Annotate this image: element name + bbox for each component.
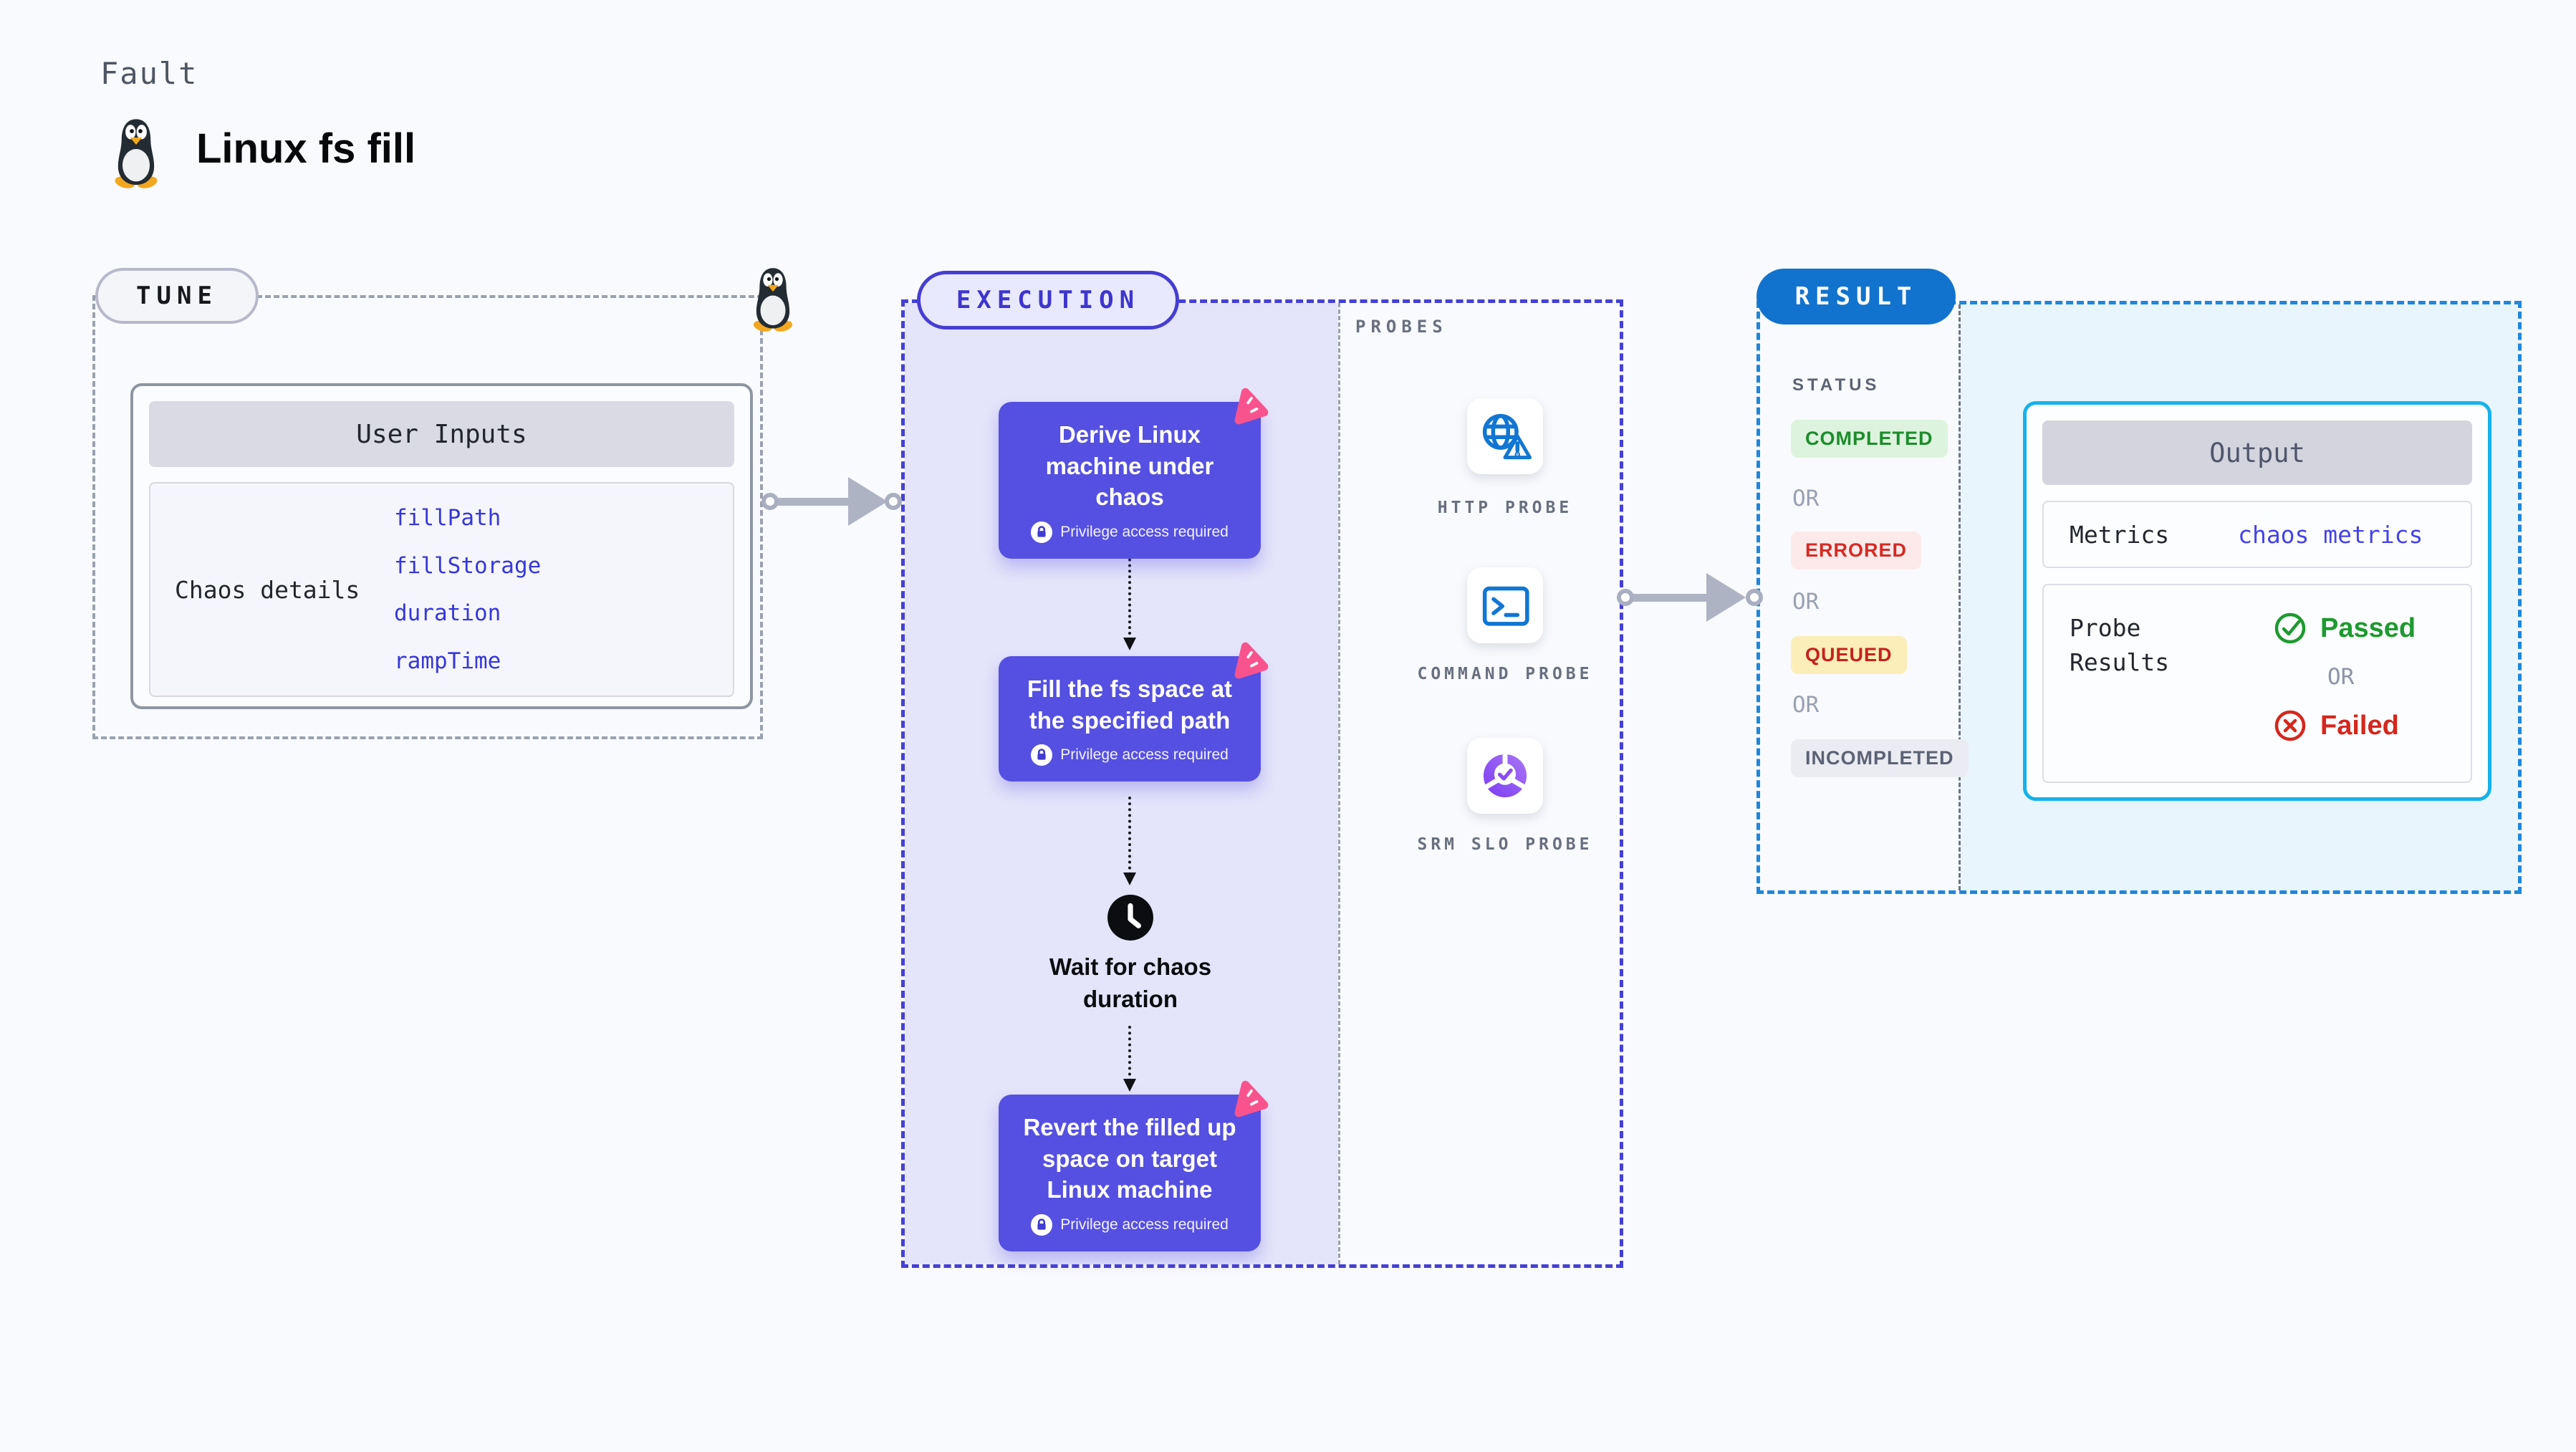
lock-icon	[1031, 744, 1053, 766]
command-probe-label: COMMAND PROBE	[1417, 665, 1593, 683]
connector-end-node	[1746, 589, 1763, 606]
metrics-label: Metrics	[2070, 520, 2170, 549]
tune-section-label: TUNE	[95, 268, 259, 324]
step-title: Fill the fs space at the specified path	[1027, 675, 1233, 734]
output-card: Output Metrics chaos metrics Probe Resul…	[2023, 401, 2491, 801]
chaos-details-row: Chaos details fillPath fillStorage durat…	[149, 482, 734, 697]
http-probe-tile	[1467, 398, 1543, 474]
user-inputs-card: User Inputs Chaos details fillPath fillS…	[130, 383, 753, 709]
connector-start-node	[761, 493, 779, 510]
execution-section-label: EXECUTION	[917, 271, 1179, 330]
status-badge-queued: QUEUED	[1791, 636, 1907, 674]
status-badge-completed: COMPLETED	[1791, 420, 1948, 458]
step-card-derive: Derive Linux machine under chaos Privile…	[999, 402, 1261, 559]
step-card-revert: Revert the filled up space on target Lin…	[999, 1095, 1261, 1251]
chaos-sticker-icon	[1229, 640, 1272, 682]
metrics-row: Metrics chaos metrics	[2042, 501, 2472, 568]
probe-results-row: Probe Results Passed OR Failed	[2042, 584, 2472, 783]
step-title: Derive Linux machine under chaos	[1045, 421, 1214, 511]
lock-icon	[1031, 521, 1053, 543]
flow-arrow-down	[1123, 1026, 1136, 1092]
srm-slo-probe-label: SRM SLO PROBE	[1417, 835, 1593, 854]
wait-step-label: Wait for chaos duration	[1049, 953, 1212, 1012]
tune-section-box	[92, 295, 763, 739]
connector-end-node	[885, 493, 902, 510]
user-inputs-header: User Inputs	[149, 401, 734, 467]
check-circle-icon	[2273, 611, 2307, 645]
page-title: Linux fs fill	[196, 125, 416, 172]
step-card-fill: Fill the fs space at the specified path …	[999, 656, 1261, 782]
step-title: Revert the filled up space on target Lin…	[1023, 1114, 1236, 1203]
or-label: OR	[1792, 486, 1820, 511]
lock-icon	[1031, 1213, 1053, 1236]
status-badge-incompleted: INCOMPLETED	[1791, 739, 1969, 777]
passed-label: Passed	[2320, 612, 2416, 643]
failed-label: Failed	[2320, 710, 2399, 741]
status-header-label: STATUS	[1792, 375, 1880, 395]
status-badge-errored: ERRORED	[1791, 532, 1922, 569]
or-label: OR	[1792, 692, 1820, 718]
or-label: OR	[1792, 589, 1820, 615]
chaos-metrics-link[interactable]: chaos metrics	[2238, 520, 2423, 549]
tux-penguin-icon	[752, 268, 794, 332]
srm-slo-probe-tile	[1467, 738, 1543, 814]
chaos-sticker-icon	[1229, 386, 1272, 428]
slo-donut-icon	[1479, 749, 1532, 802]
flow-arrow-down	[1123, 797, 1136, 885]
user-input-list: fillPath fillStorage duration rampTime	[394, 484, 733, 696]
connector-start-node	[1617, 589, 1634, 606]
output-header: Output	[2042, 420, 2472, 485]
input-link-ramptime[interactable]: rampTime	[394, 648, 501, 674]
tux-penguin-icon	[113, 119, 159, 189]
connector-arrowhead	[848, 477, 888, 526]
privilege-badge-label: Privilege access required	[1060, 746, 1229, 764]
probes-panel	[1338, 303, 1620, 1264]
globe-alert-icon	[1479, 410, 1532, 463]
or-label: OR	[2327, 664, 2355, 690]
probe-results-label: Probe Results	[2070, 614, 2170, 676]
probes-section-label: PROBES	[1355, 317, 1448, 337]
fault-category-label: Fault	[100, 56, 198, 91]
input-link-duration[interactable]: duration	[394, 600, 501, 627]
chaos-details-label: Chaos details	[175, 575, 360, 604]
flow-arrow-down	[1123, 542, 1136, 650]
privilege-badge-label: Privilege access required	[1060, 523, 1229, 540]
connector-line	[1630, 594, 1711, 602]
chaos-sticker-icon	[1229, 1079, 1272, 1120]
connector-arrowhead	[1706, 573, 1746, 622]
command-probe-tile	[1467, 567, 1543, 643]
x-circle-icon	[2273, 708, 2307, 743]
terminal-icon	[1479, 579, 1532, 632]
input-link-fillpath[interactable]: fillPath	[394, 505, 501, 532]
http-probe-label: HTTP PROBE	[1437, 499, 1573, 517]
input-link-fillstorage[interactable]: fillStorage	[394, 552, 542, 579]
clock-icon	[1107, 894, 1154, 941]
connector-line	[775, 498, 851, 506]
privilege-badge-label: Privilege access required	[1060, 1216, 1229, 1233]
result-section-label: RESULT	[1756, 269, 1956, 324]
